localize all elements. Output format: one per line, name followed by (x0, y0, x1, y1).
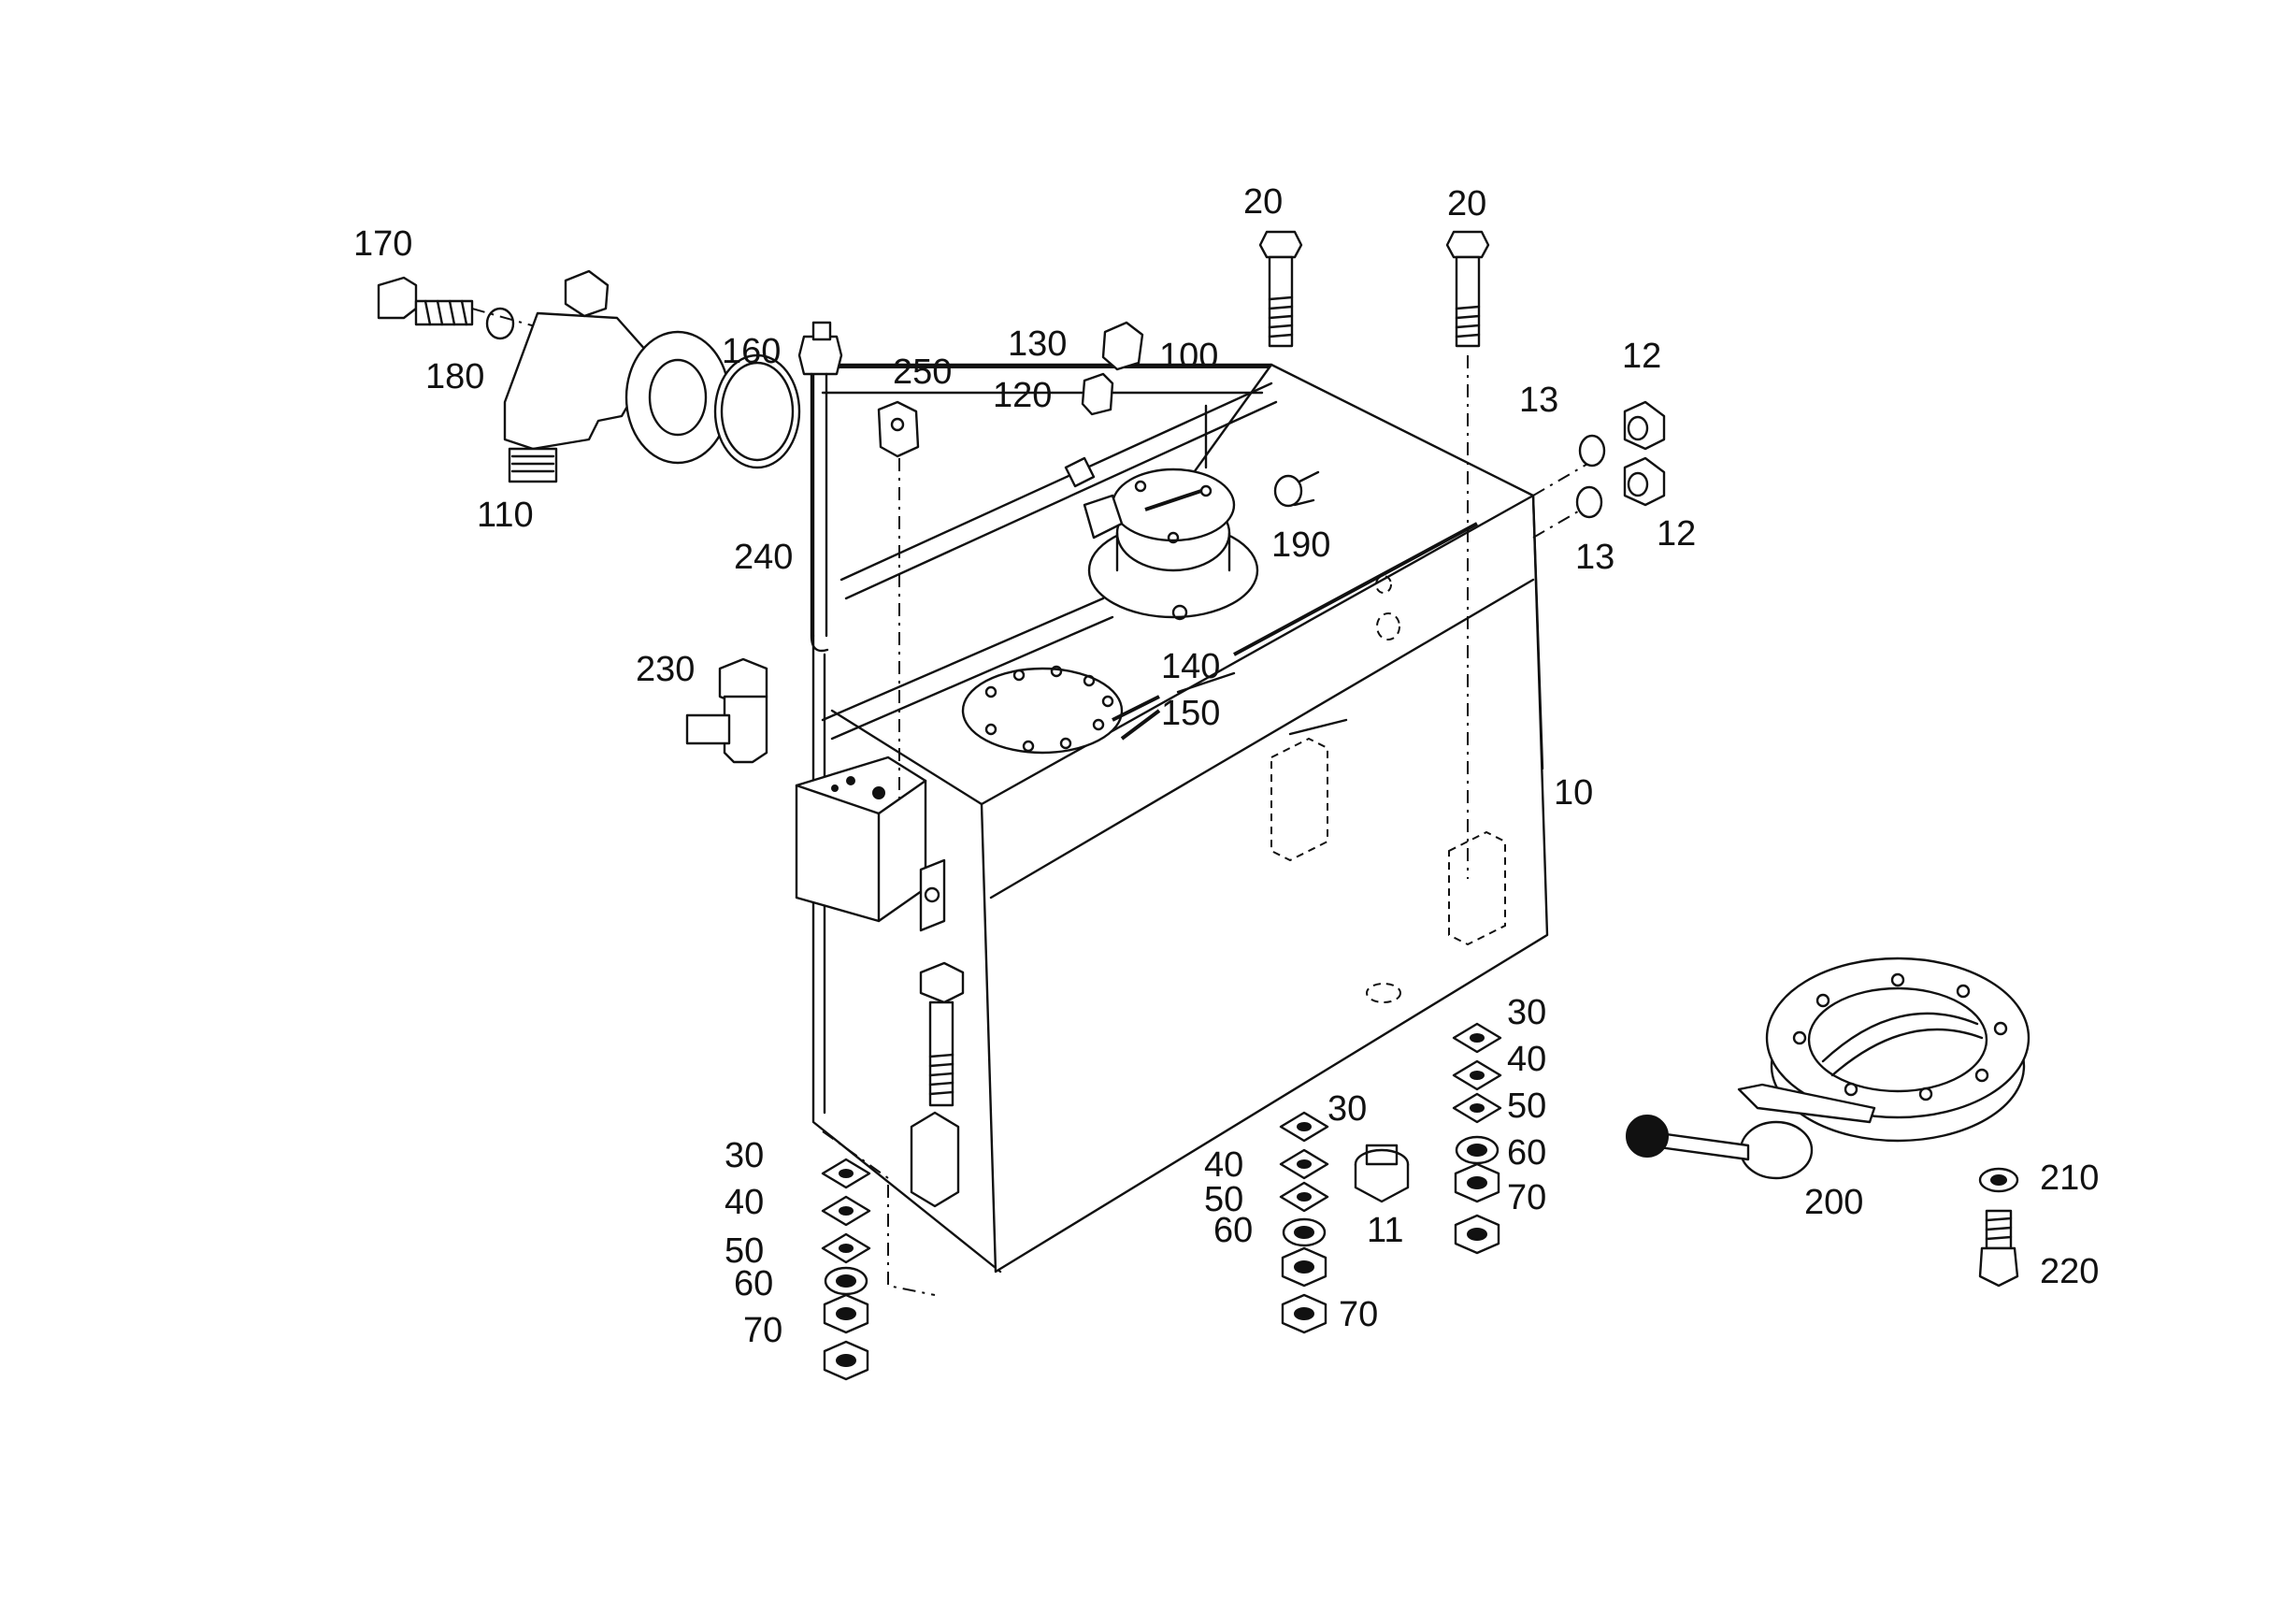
callout-30-middle: 30 (1327, 1089, 1367, 1129)
hardware-stack-middle (1279, 1111, 1329, 1334)
callout-180: 180 (425, 357, 484, 396)
plugs-12-washers-13 (1532, 400, 1666, 539)
elbow-assembly-110 (377, 269, 801, 483)
washer-210-screw-220 (1978, 1167, 2019, 1288)
callout-210: 210 (2040, 1159, 2099, 1198)
dipstick-160-240 (797, 321, 843, 653)
leader-lines (1176, 404, 1348, 736)
callout-190: 190 (1271, 525, 1330, 565)
callout-110: 110 (477, 496, 534, 535)
callout-13-top: 13 (1519, 381, 1558, 420)
callout-250: 250 (893, 353, 952, 392)
hardware-stack-left (821, 1158, 871, 1381)
callout-50-left: 50 (725, 1231, 764, 1271)
callout-11: 11 (1367, 1211, 1403, 1250)
callout-100: 100 (1159, 337, 1218, 376)
callout-120: 120 (993, 376, 1052, 415)
callout-50-middle: 50 (1204, 1180, 1243, 1219)
callout-150: 150 (1161, 694, 1220, 733)
drain-plug-11 (1354, 1144, 1410, 1203)
plug-250 (877, 400, 920, 804)
callout-30-right: 30 (1507, 993, 1546, 1032)
bolt-20-right (1445, 230, 1490, 879)
callout-140: 140 (1161, 647, 1220, 686)
flange-ring-200 (1626, 957, 2031, 1180)
callout-160: 160 (722, 332, 781, 371)
callout-labels: 170 180 110 160 250 240 230 130 120 100 … (353, 182, 2099, 1350)
callout-240: 240 (734, 538, 793, 577)
cover-plate (961, 665, 1160, 755)
callout-130: 130 (1008, 324, 1067, 364)
callout-12-top: 12 (1622, 337, 1661, 376)
callout-70-middle: 70 (1339, 1295, 1378, 1334)
callout-10: 10 (1554, 773, 1593, 813)
callout-30-left: 30 (725, 1136, 764, 1175)
fittings-120-130 (1081, 321, 1144, 416)
fitting-190 (1273, 470, 1320, 508)
callout-70-left: 70 (743, 1311, 782, 1350)
callout-12-bottom: 12 (1657, 514, 1696, 554)
bolt-lower (919, 961, 965, 1107)
callout-20-right: 20 (1447, 184, 1486, 223)
callout-60-middle: 60 (1213, 1211, 1253, 1250)
callout-50-right: 50 (1507, 1087, 1546, 1126)
callout-60-right: 60 (1507, 1133, 1546, 1173)
callout-20-left: 20 (1243, 182, 1283, 222)
callout-200: 200 (1804, 1183, 1863, 1222)
callout-70-right: 70 (1507, 1178, 1546, 1217)
bolt-20-left (1258, 230, 1303, 348)
callout-40-left: 40 (725, 1183, 764, 1222)
callout-40-right: 40 (1507, 1040, 1546, 1079)
callout-60-left: 60 (734, 1264, 773, 1303)
mounting-bracket (795, 756, 946, 932)
fitting-230 (685, 657, 768, 764)
callout-220: 220 (2040, 1252, 2099, 1291)
callout-230: 230 (636, 650, 695, 689)
filler-cap-assembly (1064, 456, 1259, 621)
callout-40-middle: 40 (1204, 1145, 1243, 1185)
callout-13-bottom: 13 (1575, 538, 1614, 577)
callout-170: 170 (353, 224, 412, 264)
hardware-stack-right (1452, 1022, 1502, 1255)
